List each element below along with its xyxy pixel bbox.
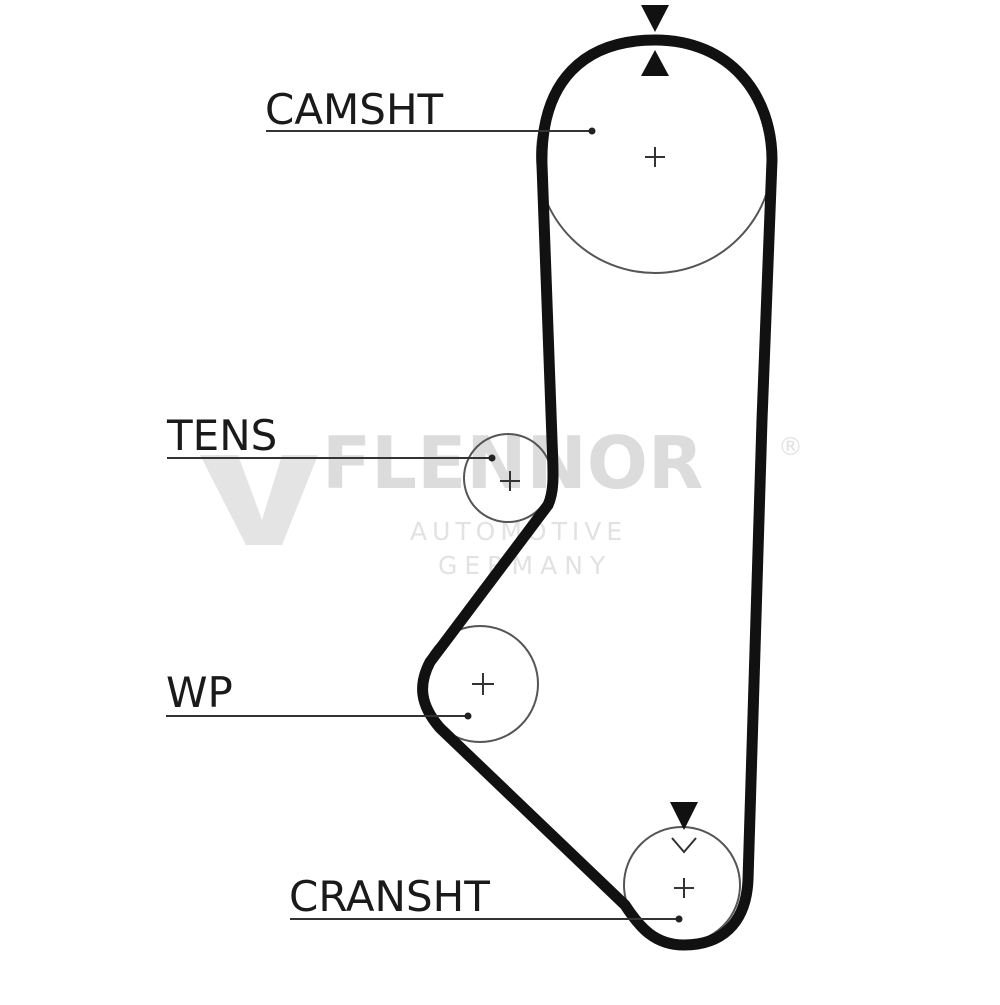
crankshaft-timing-notch bbox=[671, 837, 697, 854]
camshaft-center-mark bbox=[645, 147, 665, 167]
crankshaft-timing-mark bbox=[670, 802, 698, 830]
water-pump-label: WP bbox=[166, 668, 233, 717]
watermark-logo-mark bbox=[200, 455, 318, 545]
camshaft-leader-dot bbox=[588, 127, 596, 135]
watermark-line2: GERMANY bbox=[438, 551, 612, 580]
crankshaft-label: CRANSHT bbox=[289, 872, 490, 921]
watermark: FLENNOR ® AUTOMOTIVE GERMANY bbox=[200, 421, 803, 580]
watermark-registered: ® bbox=[778, 432, 803, 461]
tensioner-center-mark bbox=[500, 471, 520, 491]
crankshaft-leader-dot bbox=[675, 915, 683, 923]
camshaft-timing-mark-bottom bbox=[641, 50, 669, 76]
tensioner-label: TENS bbox=[166, 411, 277, 460]
camshaft-label: CAMSHT bbox=[265, 85, 444, 134]
camshaft-timing-mark-top bbox=[641, 5, 669, 32]
water-pump-leader-dot bbox=[464, 712, 472, 720]
crankshaft-center-mark bbox=[674, 878, 694, 898]
tensioner-leader-dot bbox=[488, 454, 496, 462]
timing-belt bbox=[417, 34, 778, 951]
water-pump-center-mark bbox=[472, 673, 494, 695]
